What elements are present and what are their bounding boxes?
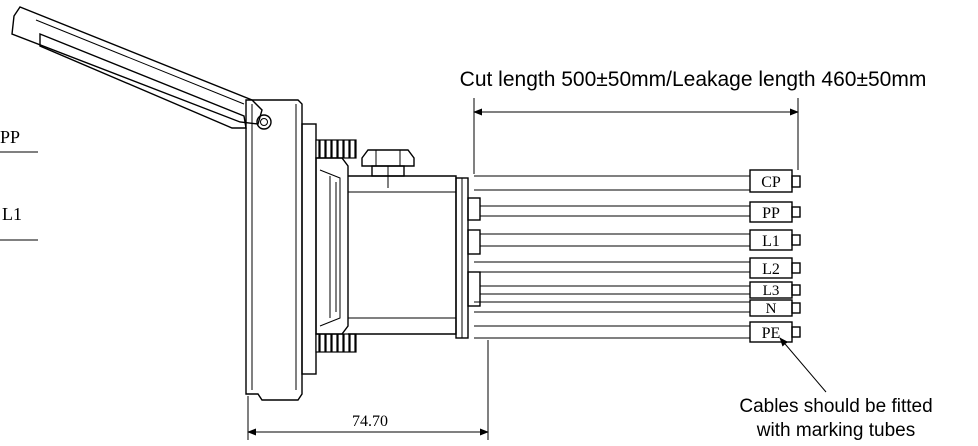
cable-tag-n: N [766, 301, 777, 317]
connector-body [348, 175, 469, 339]
marking-tube-n: N [749, 299, 801, 317]
front-flange [245, 99, 317, 401]
left-label-pp: PP [0, 127, 20, 147]
cable-clamps [467, 197, 481, 307]
cable-tag-l1: L1 [762, 233, 780, 250]
marking-tube-cp: CP [749, 169, 801, 193]
top-nut [361, 149, 415, 188]
cable-tag-cp: CP [761, 174, 781, 191]
marking-tube-group: CP PP L1 L2 L3 N PE [749, 169, 801, 343]
cable-tag-l3: L3 [763, 283, 780, 299]
cut-length-label: Cut length 500±50mm/Leakage length 460±5… [460, 68, 927, 91]
marking-tube-l2: L2 [749, 257, 801, 279]
cable-tag-pe: PE [762, 325, 781, 342]
width-dimension-label: 74.70 [352, 413, 388, 430]
cable-bundle [474, 175, 750, 339]
marking-tube-l1: L1 [749, 229, 801, 251]
note-line-2: with marking tubes [756, 420, 915, 441]
threaded-section [315, 139, 357, 353]
marking-tube-l3: L3 [749, 281, 801, 299]
left-label-l1: L1 [2, 204, 22, 224]
marking-tube-pe: PE [749, 321, 801, 343]
note-line-1: Cables should be fitted [739, 396, 932, 417]
cable-tag-l2: L2 [762, 261, 780, 278]
cut-length-dimension: Cut length 500±50mm/Leakage length 460±5… [460, 68, 927, 174]
marking-tube-note: Cables should be fitted with marking tub… [739, 337, 933, 441]
left-label-group: PP L1 [0, 127, 38, 241]
width-dimension: 74.70 [247, 340, 489, 440]
marking-tube-pp: PP [749, 201, 801, 223]
connector-lid [11, 6, 272, 130]
cable-tag-pp: PP [762, 205, 780, 222]
